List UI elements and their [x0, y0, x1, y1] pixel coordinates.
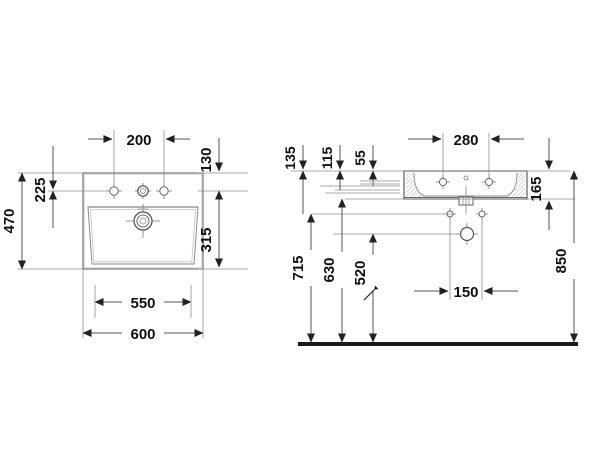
dimension-label-150: 150 [453, 284, 478, 301]
dimension-label-225: 225 [32, 177, 49, 202]
dimension-label-630: 630 [321, 257, 338, 282]
elevation-rim-marker-right [482, 175, 496, 189]
dimension-label-200: 200 [126, 132, 151, 149]
dimension-200: 200 [88, 132, 190, 149]
dimension-630: 630 [321, 198, 353, 343]
dimension-55: 55 [352, 145, 377, 186]
dimension-520: 520 [352, 233, 384, 343]
dimension-label-315: 315 [198, 227, 215, 252]
dimension-280: 280 [408, 132, 524, 149]
dimension-label-520: 520 [352, 260, 369, 285]
dimension-label-280: 280 [453, 132, 478, 149]
dimension-label-470: 470 [1, 208, 18, 233]
dimension-label-715: 715 [290, 255, 307, 280]
dimension-715: 715 [290, 213, 322, 343]
elevation-view: 135 115 55 280 165 [282, 132, 585, 346]
dimension-130: 130 [198, 138, 223, 173]
fixing-hole-right-icon [476, 208, 488, 220]
dimension-600: 600 [82, 322, 204, 343]
elevation-small-dim-ticks [325, 180, 400, 194]
dimension-470: 470 [1, 172, 26, 270]
dimension-label-550: 550 [130, 295, 155, 312]
diagonal-arrow-icon [363, 285, 379, 301]
dimension-label-165: 165 [528, 176, 545, 201]
plan-extension-lines [18, 130, 248, 338]
dimension-135: 135 [282, 145, 307, 214]
dimension-315: 315 [198, 190, 223, 268]
dimension-115: 115 [319, 145, 344, 190]
tap-hole-right-icon [156, 183, 172, 199]
dimension-165: 165 [528, 138, 553, 230]
plan-drain-outlet-icon [126, 204, 160, 238]
overflow-hole-icon [463, 175, 469, 181]
dimension-550: 550 [94, 285, 192, 318]
dimension-label-55: 55 [352, 150, 368, 166]
floor-line [298, 342, 578, 346]
tap-hole-center-icon [135, 183, 151, 199]
dimension-label-115: 115 [319, 146, 335, 169]
plan-view: 200 130 315 225 470 550 [1, 130, 248, 343]
elevation-basin-section [403, 170, 528, 214]
dimension-150: 150 [414, 284, 518, 301]
dimension-225: 225 [32, 146, 57, 228]
dimension-label-130: 130 [198, 147, 215, 172]
dimension-label-850: 850 [553, 248, 570, 273]
dimension-label-135: 135 [282, 146, 298, 170]
dimension-850: 850 [553, 170, 585, 343]
dimension-label-600: 600 [130, 326, 155, 343]
